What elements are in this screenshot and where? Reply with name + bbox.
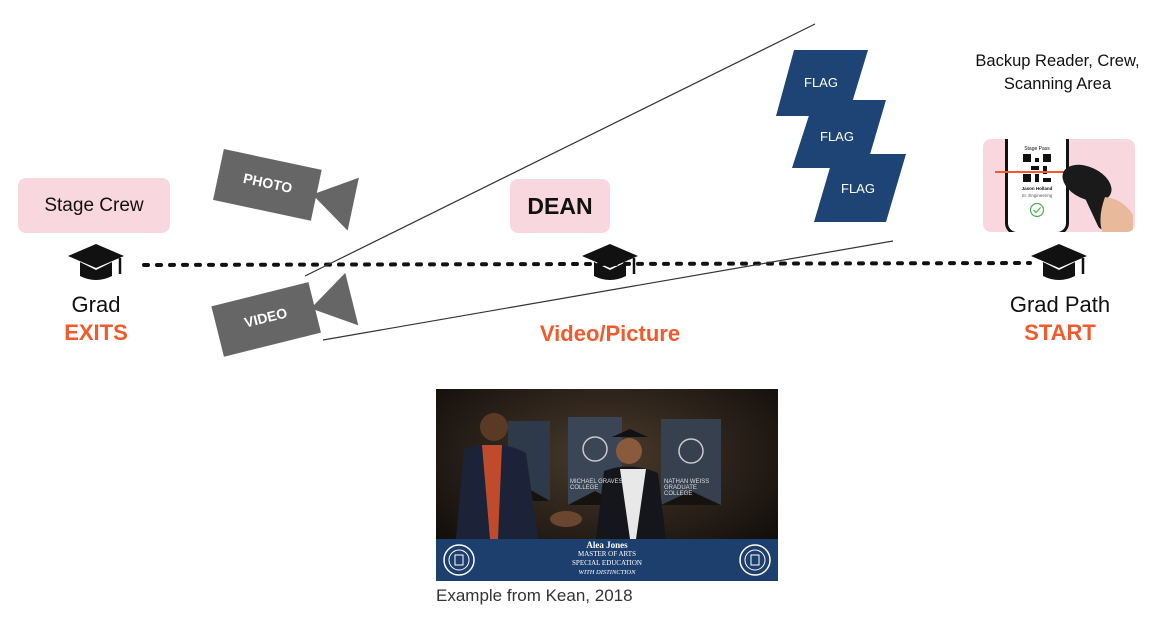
photo-camera: PHOTO — [203, 140, 368, 259]
graduate-name: Alea Jones — [586, 540, 628, 550]
graduation-cap-icon — [582, 244, 638, 280]
phone-major: Sr. Engineering — [1021, 193, 1053, 198]
banner-text-2: NATHAN WEISS GRADUATE COLLEGE — [664, 479, 710, 497]
phone-header: Stage Pass — [1024, 146, 1050, 152]
scanning-area-box: Stage Pass Jason Holland Sr. Engineering — [983, 139, 1135, 232]
right-station: Grad Path START — [980, 292, 1140, 346]
graduate-honor: WITH DISTINCTION — [578, 569, 636, 576]
right-station-title: Grad Path — [1009, 292, 1111, 317]
example-photo-caption: Example from Kean, 2018 — [436, 586, 633, 605]
flag-label-3: FLAG — [841, 181, 875, 196]
video-camera: VIDEO — [204, 257, 371, 381]
lower-third: Alea Jones MASTER OF ARTS SPECIAL EDUCAT… — [436, 539, 778, 581]
graduate-field: SPECIAL EDUCATION — [572, 559, 642, 567]
banner-text-1: MICHAEL GRAVES COLLEGE — [570, 479, 623, 491]
flag-shapes — [776, 50, 906, 222]
video-picture-caption: Video/Picture — [539, 321, 681, 346]
right-station-status: START — [1024, 320, 1096, 345]
flag-label-2: FLAG — [820, 129, 854, 144]
stage-crew-box: Stage Crew — [18, 178, 170, 233]
camera-view-line-upper — [304, 23, 816, 277]
phone-mockup: Stage Pass Jason Holland Sr. Engineering — [1005, 139, 1069, 232]
lower-third-text: Alea Jones MASTER OF ARTS SPECIAL EDUCAT… — [476, 541, 738, 577]
university-seal-icon — [739, 544, 771, 576]
checkmark-icon — [1029, 202, 1045, 218]
backup-reader-caption: Backup Reader, Crew, Scanning Area — [955, 50, 1160, 96]
graduate-degree: MASTER OF ARTS — [578, 550, 636, 558]
dean-box: DEAN — [510, 179, 610, 233]
phone-name: Jason Holland — [1021, 186, 1053, 191]
grad-path-dotted-line — [142, 261, 1032, 267]
barcode-scanner-icon — [1062, 164, 1133, 232]
graduation-cap-icon — [68, 244, 124, 280]
video-camera-icon — [213, 149, 359, 231]
left-station-title: Grad — [71, 292, 121, 317]
left-station-status: EXITS — [64, 320, 128, 345]
graduation-cap-icon — [1031, 244, 1087, 280]
qr-code-icon — [1023, 154, 1051, 182]
example-photo: Alea Jones MASTER OF ARTS SPECIAL EDUCAT… — [436, 389, 778, 581]
scanner-beam — [995, 171, 1065, 173]
camera-view-line-lower — [322, 240, 894, 341]
left-station: Grad EXITS — [36, 292, 156, 346]
backup-reader-line2: Scanning Area — [1003, 75, 1112, 93]
video-camera-icon — [211, 272, 359, 357]
backup-reader-line1: Backup Reader, Crew, — [975, 52, 1140, 70]
flags-group: FLAG FLAG FLAG — [776, 48, 916, 228]
dean-label: DEAN — [527, 192, 593, 219]
flag-label-1: FLAG — [804, 75, 838, 90]
university-seal-icon — [443, 544, 475, 576]
stage-crew-label: Stage Crew — [44, 194, 144, 216]
